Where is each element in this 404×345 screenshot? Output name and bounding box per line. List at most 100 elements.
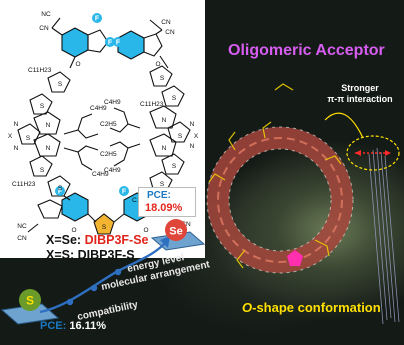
legend-se-name: DIBP3F-Se xyxy=(84,233,149,247)
top-left-indanone-ring xyxy=(87,29,109,53)
molecule-structure: F F F F F NC CN CN CN O O O O NC CN CN C… xyxy=(8,11,199,242)
atom-f-1: F xyxy=(95,16,100,23)
atom-nc-1: NC xyxy=(41,11,51,18)
left-thiophene-4 xyxy=(47,175,71,197)
interaction-pointer xyxy=(324,112,364,139)
bottom-thiophene-pentagon xyxy=(93,213,115,235)
atom-o-1: O xyxy=(75,61,80,68)
pce-se-label: PCE: xyxy=(147,190,171,201)
atom-cn-2: CN xyxy=(161,19,171,26)
fluorine-labels xyxy=(55,13,129,196)
bottom-left-indanone-ring xyxy=(37,199,63,219)
atom-o-3: O xyxy=(71,227,76,234)
atom-s-9: S xyxy=(172,163,177,170)
chain-c2-2: C2H5 xyxy=(100,151,117,158)
interaction-arrow-left xyxy=(355,150,361,156)
side-chains xyxy=(208,83,342,269)
atom-x-2: X xyxy=(194,133,199,140)
atom-s-8: S xyxy=(178,133,183,140)
top-left-benzene-ring xyxy=(61,27,89,58)
pce-diagram: Se S energy level molecular arrangement … xyxy=(0,219,211,325)
atom-f-2: F xyxy=(108,40,113,47)
right-thiophene-1 xyxy=(149,65,173,87)
chain-c2-1: C2H5 xyxy=(100,121,117,128)
interaction-line2: π-π interaction xyxy=(327,94,393,104)
legend-s-name: DIBP3F-S xyxy=(77,248,135,262)
legend-s-prefix: X=S: xyxy=(46,248,75,262)
atom-x-1: X xyxy=(8,133,13,140)
o-shape-rest: -shape conformation xyxy=(252,300,381,315)
factor-dot-2 xyxy=(90,284,98,292)
atom-n-8: N xyxy=(190,143,195,150)
interaction-arrow-right xyxy=(385,150,391,156)
pce-se-value: 18.09% xyxy=(145,202,183,214)
pce-se-box: PCE: 18.09% xyxy=(138,187,196,217)
atom-s-6: S xyxy=(160,75,165,82)
atom-f-5: F xyxy=(122,189,127,196)
o-shape-model xyxy=(206,83,400,325)
atom-o-2: O xyxy=(155,61,160,68)
atom-s-4: S xyxy=(40,167,45,174)
left-thiadiazole xyxy=(17,123,41,145)
left-thiophene-1 xyxy=(47,71,71,93)
atom-n-5: N xyxy=(14,121,19,128)
atom-nc-2: NC xyxy=(17,223,27,230)
atom-f-3: F xyxy=(116,40,121,47)
atom-s-5: S xyxy=(58,185,63,192)
s-badge xyxy=(19,289,41,311)
atom-s-3: S xyxy=(26,135,31,142)
atom-s-2: S xyxy=(40,103,45,110)
chain-c11-2: C11H23 xyxy=(140,101,164,108)
interaction-ellipse xyxy=(346,135,400,171)
chain-c4-3: C4H9 xyxy=(104,99,121,106)
legend-se: X=Se: DIBP3F-Se xyxy=(46,233,148,247)
o-shape-conformation-label: O-shape conformation xyxy=(242,300,381,315)
atom-cn-1: CN xyxy=(39,25,49,32)
interaction-line1: Stronger xyxy=(341,83,379,93)
atom-cn-3: CN xyxy=(165,29,175,36)
right-thiophene-3 xyxy=(161,153,185,175)
arrow-head xyxy=(160,236,170,248)
pce-s-label: PCE: 16.11% xyxy=(40,320,106,332)
right-pyrrole xyxy=(149,105,177,129)
factor-dot-3 xyxy=(66,298,74,306)
oligomeric-acceptor-title: Oligomeric Acceptor xyxy=(228,42,385,59)
chain-c11-1: C11H23 xyxy=(28,67,52,74)
atom-s-7: S xyxy=(172,95,177,102)
atom-s-11: S xyxy=(102,224,107,231)
pce-s-value: 16.11% xyxy=(69,320,107,332)
s-badge-text: S xyxy=(26,294,34,308)
chain-c4-1: C4H9 xyxy=(90,105,107,112)
se-badge-text: Se xyxy=(169,226,182,238)
atom-n-2: N xyxy=(46,145,51,152)
left-pyrrole-2 xyxy=(33,133,61,157)
legend-se-prefix: X=Se: xyxy=(46,233,82,247)
magenta-pentagon xyxy=(287,250,303,266)
right-pyrrole-2 xyxy=(149,133,177,157)
left-thiophene-2 xyxy=(29,93,53,115)
chain-c4-2: C4H9 xyxy=(92,171,109,178)
o-letter: O xyxy=(242,300,253,315)
chain-c11-3: C11H23 xyxy=(12,181,36,188)
factor-dot-1 xyxy=(114,268,122,276)
stacked-molecules xyxy=(368,147,400,325)
o-ring-backbone xyxy=(206,126,354,274)
atom-n-7: N xyxy=(190,121,195,128)
top-right-indanone-ring xyxy=(143,33,163,57)
pce-s-key: PCE: xyxy=(40,320,67,332)
right-thiadiazole xyxy=(167,121,191,143)
atom-cn-4: CN xyxy=(17,235,27,242)
atom-f-4: F xyxy=(58,189,63,196)
atom-cn-6: CN xyxy=(181,221,191,228)
atom-s-1: S xyxy=(58,81,63,88)
legend-s: X=S: DIBP3F-S xyxy=(46,248,135,262)
atom-o-4: O xyxy=(143,227,148,234)
interaction-label: Stronger π-π interaction xyxy=(318,83,402,105)
left-thiophene-3 xyxy=(29,155,53,177)
atom-s-10: S xyxy=(160,181,165,188)
right-thiophene-2 xyxy=(161,85,185,107)
chain-c4-4: C4H9 xyxy=(104,167,121,174)
atom-n-3: N xyxy=(162,117,167,124)
se-badge xyxy=(165,219,187,241)
